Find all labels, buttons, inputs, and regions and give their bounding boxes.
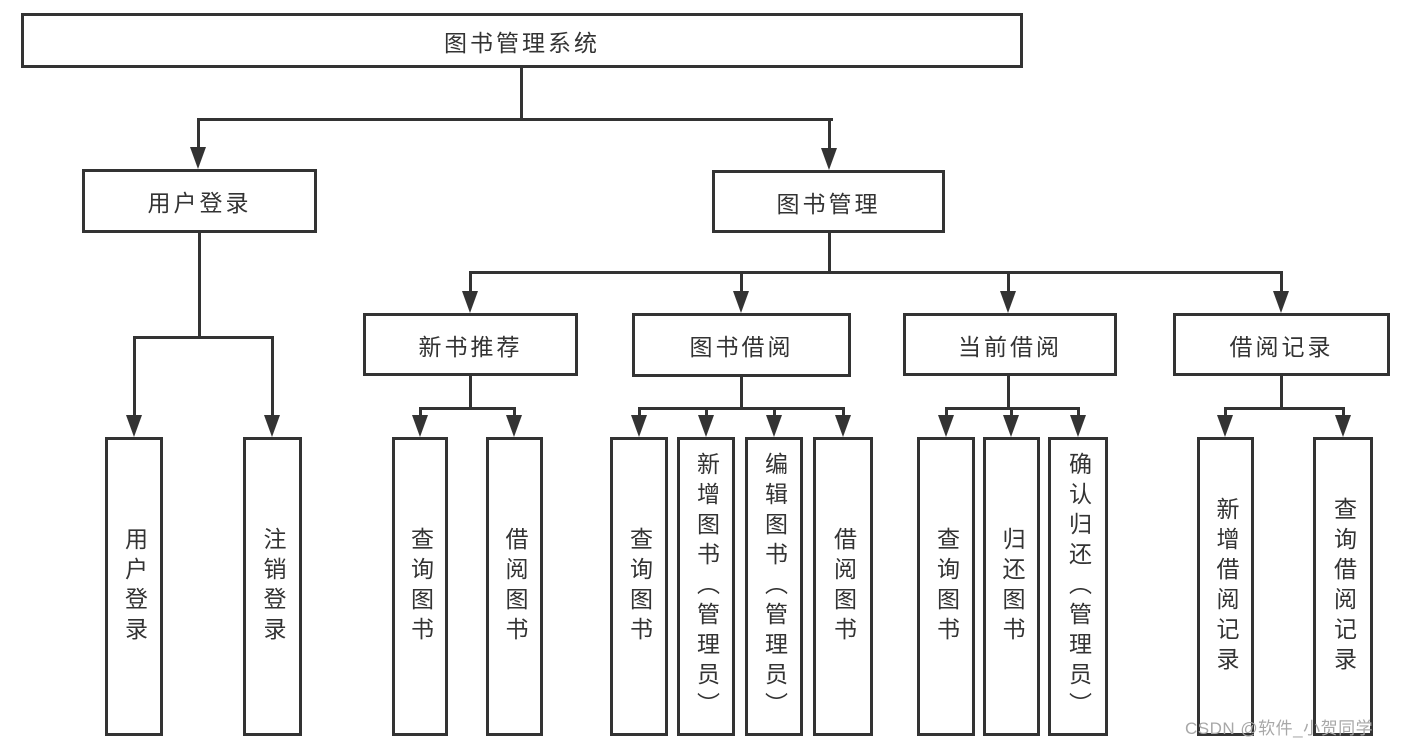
arrowhead-confirm-return (1070, 415, 1086, 437)
leaf-user-login-label: 用户登录 (121, 526, 148, 647)
leaf-user-login: 用户登录 (105, 437, 163, 736)
edge-current-borrow-down (1007, 376, 1010, 407)
edge-book-borrow-rail (638, 407, 844, 410)
leaf-borrow-book-2-label: 借阅图书 (830, 526, 857, 647)
leaf-confirm-return: 确认归还（管理员） (1048, 437, 1108, 736)
edge-to-book-borrow (740, 271, 743, 292)
arrowhead-query-book-3 (938, 415, 954, 437)
leaf-add-book-label: 新增图书（管理员） (693, 451, 720, 722)
leaf-query-book-2: 查询图书 (610, 437, 668, 736)
csdn-watermark: CSDN @软件_小贺同学 (1185, 719, 1374, 738)
edge-to-user-login (197, 118, 200, 148)
node-user-login: 用户登录 (82, 169, 317, 233)
edge-to-query-book-2 (638, 407, 641, 416)
arrowhead-return-book (1003, 415, 1019, 437)
leaf-query-book-3-label: 查询图书 (933, 526, 960, 647)
node-borrow-records: 借阅记录 (1173, 313, 1390, 376)
arrowhead-add-book (698, 415, 714, 437)
arrowhead-query-book-2 (631, 415, 647, 437)
edge-to-logout-leaf (271, 336, 274, 416)
arrowhead-user-login-leaf (126, 415, 142, 437)
leaf-query-book-3: 查询图书 (917, 437, 975, 736)
arrowhead-borrow-book-1 (506, 415, 522, 437)
edge-book-mgmt-down (828, 233, 831, 271)
edge-level1-rail (197, 118, 833, 121)
leaf-borrow-book-2: 借阅图书 (813, 437, 873, 736)
edge-to-current-borrow (1007, 271, 1010, 292)
edge-to-query-book-1 (419, 407, 422, 416)
edge-to-query-book-3 (945, 407, 948, 416)
edge-borrow-records-down (1280, 376, 1283, 407)
leaf-query-borrow-record-label: 查询借阅记录 (1330, 496, 1357, 677)
arrowhead-book-mgmt (821, 148, 837, 170)
edge-user-login-rail (133, 336, 274, 339)
leaf-return-book: 归还图书 (983, 437, 1040, 736)
leaf-query-book-2-label: 查询图书 (626, 526, 653, 647)
arrowhead-logout-leaf (264, 415, 280, 437)
edge-to-book-mgmt (828, 118, 831, 148)
edge-to-user-login-leaf (133, 336, 136, 416)
node-borrow-records-label: 借阅记录 (1229, 333, 1334, 360)
leaf-query-borrow-record: 查询借阅记录 (1313, 437, 1373, 736)
node-user-login-label: 用户登录 (147, 190, 252, 216)
edge-level3-rail (469, 271, 1283, 274)
node-book-mgmt: 图书管理 (712, 170, 945, 233)
leaf-logout-label: 注销登录 (260, 526, 286, 647)
leaf-add-borrow-record: 新增借阅记录 (1197, 437, 1254, 736)
leaf-query-book-1-label: 查询图书 (407, 526, 434, 647)
edge-to-return-book (1010, 407, 1013, 416)
edge-to-edit-book (773, 407, 776, 416)
arrowhead-edit-book (766, 415, 782, 437)
edge-to-new-book-rec (469, 271, 472, 292)
edge-to-add-borrow-record (1224, 407, 1227, 416)
edge-to-query-borrow-record (1342, 407, 1345, 416)
edge-book-borrow-down (740, 377, 743, 407)
arrowhead-add-borrow-record (1217, 415, 1233, 437)
node-new-book-rec-label: 新书推荐 (418, 333, 523, 360)
node-book-borrow-label: 图书借阅 (689, 334, 794, 360)
edge-user-login-down (198, 233, 201, 336)
arrowhead-query-borrow-record (1335, 415, 1351, 437)
node-new-book-rec: 新书推荐 (363, 313, 578, 376)
leaf-add-book: 新增图书（管理员） (677, 437, 735, 736)
arrowhead-user-login (190, 147, 206, 169)
arrowhead-borrow-book-2 (835, 415, 851, 437)
arrowhead-query-book-1 (412, 415, 428, 437)
leaf-query-book-1: 查询图书 (392, 437, 448, 736)
leaf-edit-book-label: 编辑图书（管理员） (761, 451, 788, 722)
node-book-borrow: 图书借阅 (632, 313, 851, 377)
leaf-logout: 注销登录 (243, 437, 302, 736)
node-current-borrow: 当前借阅 (903, 313, 1117, 376)
leaf-confirm-return-label: 确认归还（管理员） (1065, 451, 1092, 722)
arrowhead-new-book-rec (462, 291, 478, 313)
edge-new-book-rec-down (469, 376, 472, 407)
node-current-borrow-label: 当前借阅 (958, 333, 1062, 360)
arrowhead-current-borrow (1000, 291, 1016, 313)
edge-borrow-records-rail (1224, 407, 1344, 410)
arrowhead-book-borrow (733, 291, 749, 313)
arrowhead-borrow-records (1273, 291, 1289, 313)
node-root: 图书管理系统 (21, 13, 1023, 68)
edge-to-borrow-book-1 (513, 407, 516, 416)
node-book-mgmt-label: 图书管理 (776, 190, 881, 217)
leaf-add-borrow-record-label: 新增借阅记录 (1213, 496, 1239, 677)
leaf-borrow-book-1-label: 借阅图书 (502, 526, 528, 647)
node-root-label: 图书管理系统 (444, 29, 600, 56)
leaf-borrow-book-1: 借阅图书 (486, 437, 543, 736)
edge-to-confirm-return (1077, 407, 1080, 416)
edge-to-borrow-records (1280, 271, 1283, 292)
edge-root-down (520, 68, 523, 118)
edge-to-borrow-book-2 (842, 407, 845, 416)
edge-to-add-book (705, 407, 708, 416)
leaf-edit-book: 编辑图书（管理员） (745, 437, 803, 736)
edge-new-book-rec-rail (419, 407, 516, 410)
leaf-return-book-label: 归还图书 (999, 526, 1025, 647)
